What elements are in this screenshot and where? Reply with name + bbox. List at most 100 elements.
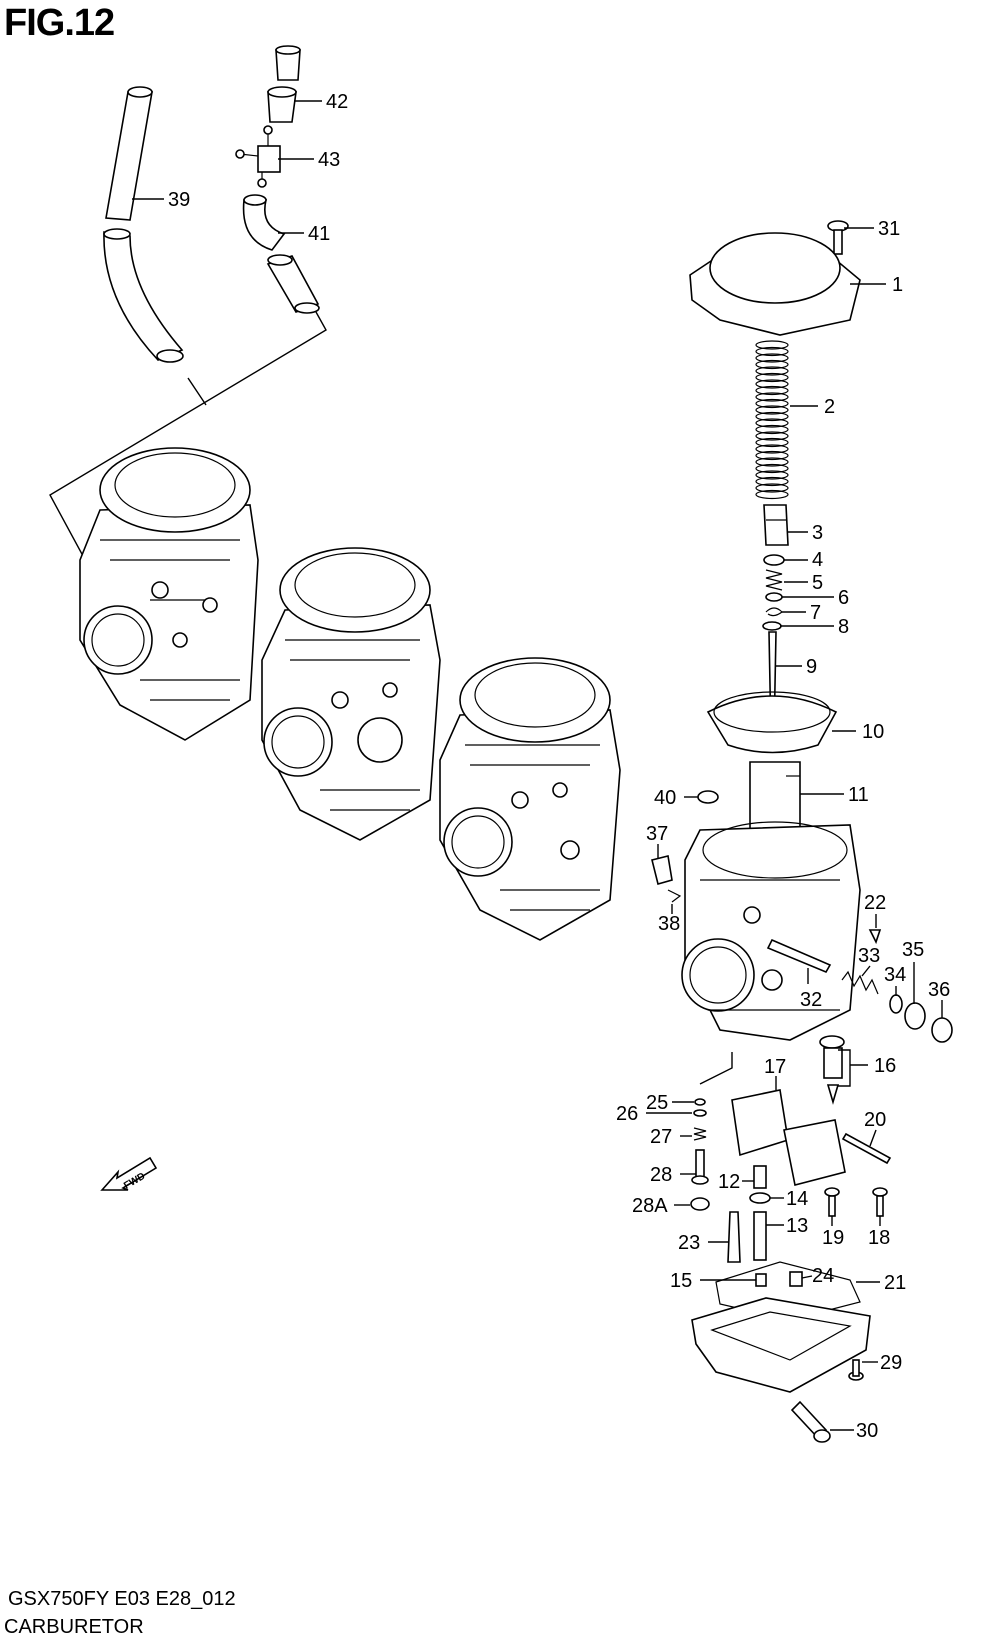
part-36-cap[interactable] <box>931 1017 953 1043</box>
part-22-plug[interactable] <box>868 929 882 945</box>
part-19-screw[interactable] <box>824 1187 840 1217</box>
part-31-screw[interactable] <box>827 220 849 255</box>
spring-coil <box>755 392 789 402</box>
callout-8: 8 <box>838 616 849 638</box>
spring-coil <box>755 372 789 383</box>
callout-31: 31 <box>878 218 900 240</box>
callout-14: 14 <box>786 1188 808 1210</box>
spring-coil <box>755 450 789 461</box>
callout-3: 3 <box>812 522 823 544</box>
part-13-needle-jet[interactable] <box>753 1211 767 1261</box>
part-29-screw[interactable] <box>848 1359 864 1381</box>
callout-12: 12 <box>718 1171 740 1193</box>
part-16-needle-valve[interactable] <box>819 1035 845 1105</box>
part-1-top-cap[interactable] <box>689 232 861 336</box>
hose-41[interactable] <box>242 194 320 314</box>
spring-coil <box>755 359 789 370</box>
callout-22: 22 <box>864 892 886 914</box>
leader-lines <box>132 100 943 1431</box>
spring-coil <box>755 457 789 467</box>
part-37-cap[interactable] <box>651 855 673 885</box>
spring-coil <box>755 366 789 376</box>
model-code: GSX750FY E03 E28_012 <box>8 1588 236 1610</box>
spring-coil <box>755 463 789 474</box>
carburetor-unit-2[interactable] <box>261 547 441 841</box>
joint-43[interactable] <box>235 125 281 188</box>
callout-42: 42 <box>326 91 348 113</box>
callout-40: 40 <box>654 787 676 809</box>
callout-10: 10 <box>862 721 884 743</box>
part-24-plug[interactable] <box>789 1271 803 1287</box>
part-28a-o-ring[interactable] <box>690 1197 710 1211</box>
part-34-washer[interactable] <box>889 994 903 1014</box>
callout-18: 18 <box>868 1227 890 1249</box>
callout-30: 30 <box>856 1420 878 1442</box>
part-23-pilot-jet[interactable] <box>727 1211 741 1263</box>
spring-coil <box>755 476 789 487</box>
part-35-o-ring[interactable] <box>904 1002 926 1030</box>
callout-11: 11 <box>848 784 869 806</box>
part-6-washer[interactable] <box>765 592 783 602</box>
spring-coil <box>755 489 789 500</box>
part-25-o-ring[interactable] <box>694 1098 706 1106</box>
spring-coil <box>755 379 789 389</box>
hose-39[interactable] <box>103 86 184 363</box>
callout-32: 32 <box>800 989 822 1011</box>
fwd-arrow-icon: FWD <box>100 1156 158 1192</box>
callout-23: 23 <box>678 1232 700 1254</box>
spring-coil <box>755 437 789 448</box>
part-12-jet[interactable] <box>753 1165 767 1189</box>
part-21-gasket[interactable] <box>715 1261 861 1321</box>
spring-coil <box>755 411 789 422</box>
spring-coil <box>755 405 789 415</box>
part-15-plug[interactable] <box>755 1273 767 1287</box>
part-28-screw[interactable] <box>691 1149 709 1185</box>
part-7-e-ring[interactable] <box>765 607 783 617</box>
spring-coil <box>755 424 789 435</box>
part-38-clip[interactable] <box>667 889 682 903</box>
part-18-screw[interactable] <box>872 1187 888 1217</box>
part-33-spring[interactable] <box>841 970 879 995</box>
hose-42[interactable] <box>267 45 301 123</box>
part-2-spring[interactable] <box>755 340 789 500</box>
callout-labels: 42 43 39 41 31 1 2 3 4 5 6 7 8 9 10 40 1… <box>168 91 950 1442</box>
carburetor-body-exploded[interactable] <box>681 821 861 1041</box>
spring-coil <box>755 340 789 350</box>
callout-21: 21 <box>884 1272 906 1294</box>
part-40-o-ring[interactable] <box>697 790 719 804</box>
callout-26: 26 <box>616 1103 638 1125</box>
part-17-float[interactable] <box>731 1089 846 1186</box>
callout-2: 2 <box>824 396 835 418</box>
callout-24: 24 <box>812 1265 834 1287</box>
part-20-float-pin[interactable] <box>841 1132 892 1165</box>
float-chamber[interactable] <box>691 1297 871 1393</box>
part-32-pilot-screw[interactable] <box>766 938 832 974</box>
spring-coil <box>755 418 789 428</box>
figure-title: FIG.12 <box>4 2 115 44</box>
part-26-washer[interactable] <box>693 1109 707 1117</box>
part-30-drain-bolt[interactable] <box>790 1400 831 1443</box>
part-14-o-ring[interactable] <box>749 1192 771 1204</box>
callout-38: 38 <box>658 913 680 935</box>
callout-4: 4 <box>812 549 823 571</box>
callout-39: 39 <box>168 189 190 211</box>
spring-coil <box>755 385 789 396</box>
callout-28: 28 <box>650 1164 672 1186</box>
part-3-needle-holder[interactable] <box>763 504 789 546</box>
carburetor-unit-3[interactable] <box>439 657 621 941</box>
carburetor-unit-1[interactable] <box>79 447 259 741</box>
spring-coil <box>755 431 789 441</box>
spring-coil <box>755 398 789 409</box>
part-5-spring[interactable] <box>765 569 783 591</box>
callout-27: 27 <box>650 1126 672 1148</box>
callout-25: 25 <box>646 1092 668 1114</box>
callout-35: 35 <box>902 939 924 961</box>
spring-coil <box>755 346 789 357</box>
part-27-spring[interactable] <box>693 1127 707 1141</box>
callout-15: 15 <box>670 1270 692 1292</box>
part-4-washer[interactable] <box>763 554 785 566</box>
callout-1: 1 <box>892 274 903 296</box>
part-8-washer[interactable] <box>762 621 782 631</box>
part-10-diaphragm[interactable] <box>706 691 838 754</box>
